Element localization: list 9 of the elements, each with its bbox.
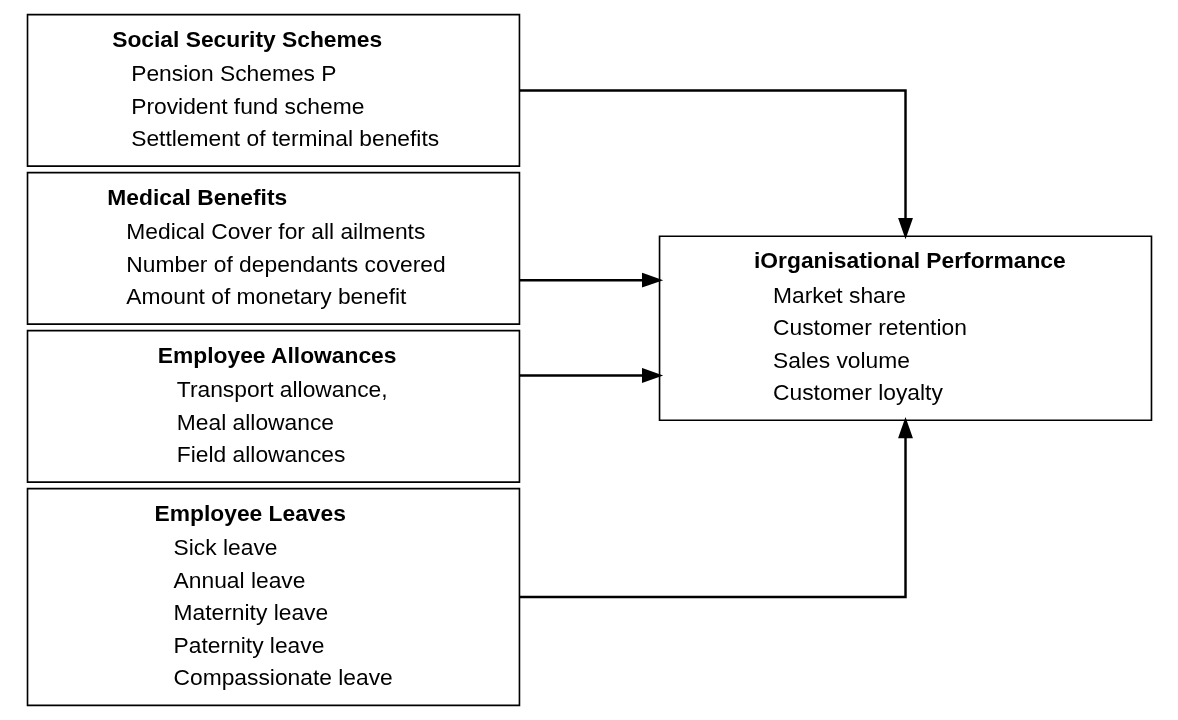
node-box: iOrganisational Performance Market share Customer retention Sales volume Customer loyalty: [658, 235, 1152, 422]
node-box: Medical Benefits Medical Cover for all ailments Number of dependants covered Amount of monetary benefit: [26, 171, 520, 325]
node-box: Employee Allowances Transport allowance, Meal allowance Field allowances: [26, 329, 520, 483]
node-box: Employee Leaves Sick leave Annual leave Maternity leave Paternity leave Compassionate leave: [26, 487, 520, 707]
arrow: [519, 89, 913, 240]
node-box: Social Security Schemes Pension Schemes P Provident fund scheme Settlement of terminal benefits: [26, 13, 520, 167]
arrow: [519, 417, 913, 599]
arrow: [519, 368, 663, 383]
arrow: [519, 272, 663, 288]
